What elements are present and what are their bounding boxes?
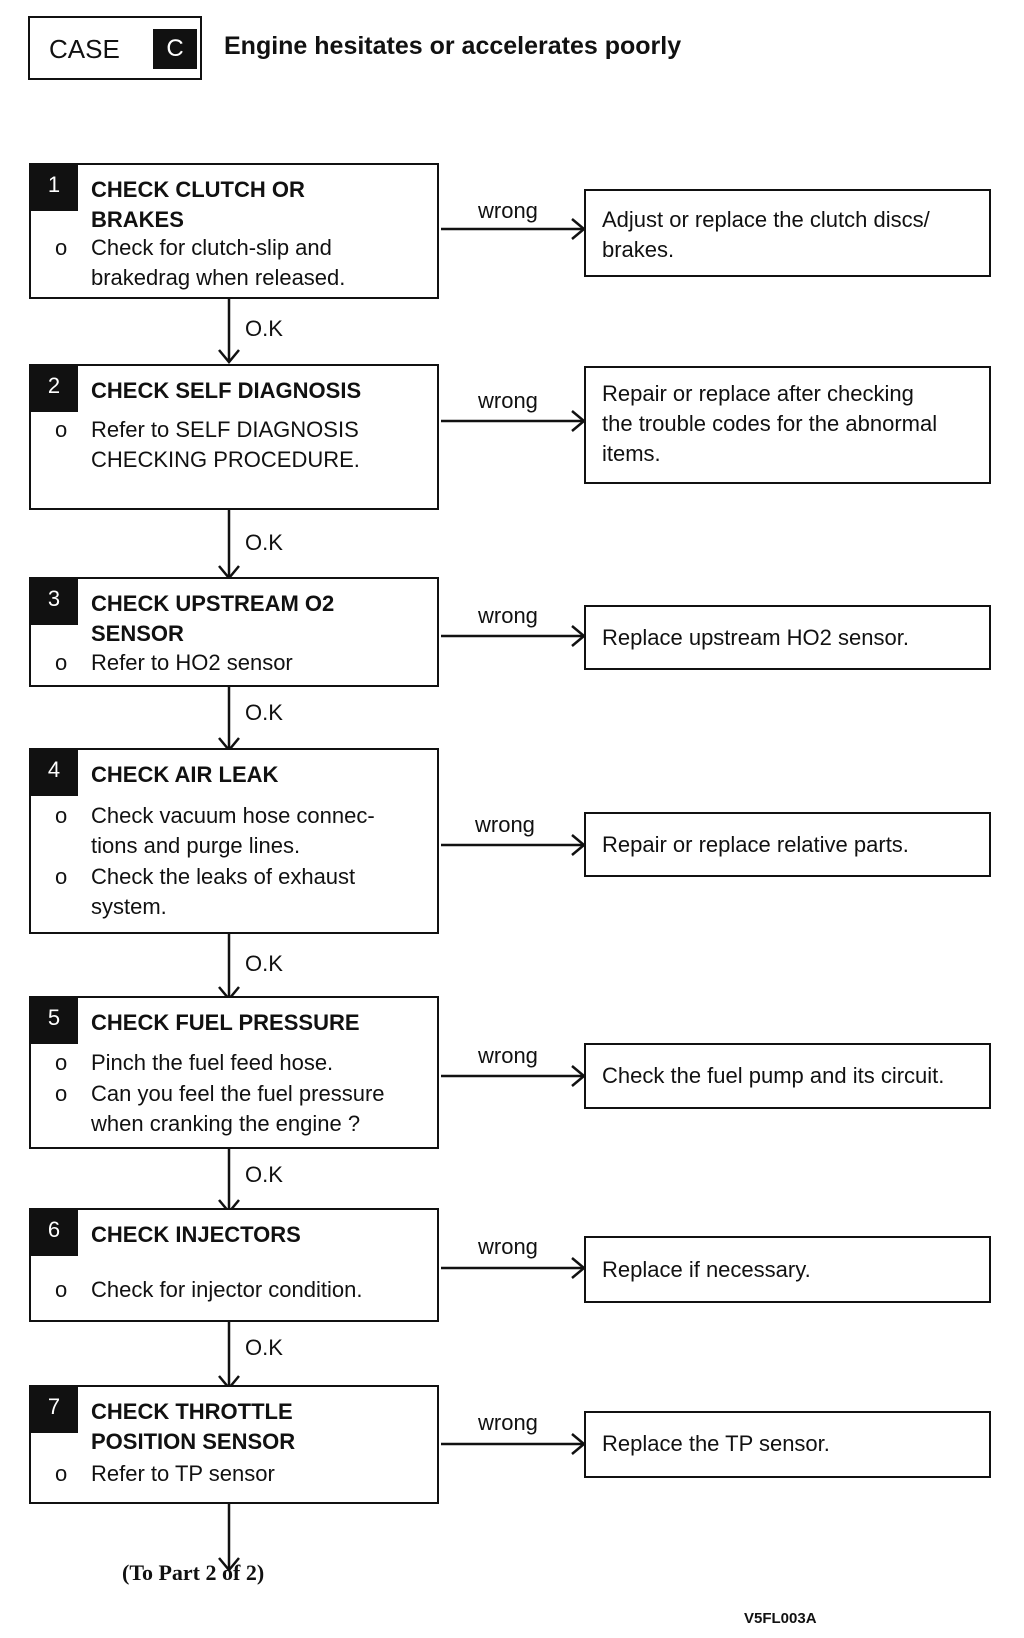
action-box-1: Adjust or replace the clutch discs/ brak… — [584, 189, 991, 277]
step-title: CHECK SELF DIAGNOSIS — [91, 378, 362, 403]
step-bullet: Check vacuum hose connec- tions and purg… — [91, 803, 375, 858]
bullet-marker: o — [55, 1081, 68, 1106]
step-bullet: Check for clutch-slip and brakedrag when… — [91, 235, 346, 290]
wrong-label: wrong — [478, 1410, 538, 1435]
step-bullet: Can you feel the fuel pressure when cran… — [91, 1081, 385, 1136]
action-text: Replace the TP sensor. — [602, 1431, 830, 1456]
step-number-badge: 6 — [30, 1209, 78, 1256]
case-label: CASE — [49, 34, 120, 64]
step-number-badge: 7 — [30, 1386, 78, 1433]
step-bullet: Pinch the fuel feed hose. — [91, 1050, 334, 1075]
wrong-label: wrong — [475, 812, 535, 837]
step-bullet: Check the leaks of exhaust system. — [91, 864, 356, 919]
step-number-badge: 1 — [30, 164, 78, 211]
action-text: Replace if necessary. — [602, 1257, 811, 1282]
step-bullet: Refer to HO2 sensor — [91, 650, 293, 675]
ok-label: O.K — [245, 700, 283, 725]
step-title: CHECK AIR LEAK — [91, 762, 279, 787]
wrong-label: wrong — [478, 388, 538, 413]
step-box-1: 1 CHECK CLUTCH OR BRAKES o Check for clu… — [29, 163, 439, 299]
step-number-badge: 4 — [30, 749, 78, 796]
step-bullet: Refer to TP sensor — [91, 1461, 275, 1486]
ok-label: O.K — [245, 1162, 283, 1187]
action-box-3: Replace upstream HO2 sensor. — [584, 605, 991, 670]
step-number-badge: 5 — [30, 997, 78, 1044]
step-title: CHECK INJECTORS — [91, 1222, 301, 1247]
step-title: CHECK CLUTCH OR BRAKES — [91, 177, 305, 232]
step-box-2: 2 CHECK SELF DIAGNOSIS o Refer to SELF D… — [29, 364, 439, 510]
action-text: Check the fuel pump and its circuit. — [602, 1063, 945, 1088]
step-bullet: Check for injector condition. — [91, 1277, 363, 1302]
step-box-5: 5 CHECK FUEL PRESSURE o Pinch the fuel f… — [29, 996, 439, 1149]
step-box-4: 4 CHECK AIR LEAK o Check vacuum hose con… — [29, 748, 439, 934]
step-box-6: 6 CHECK INJECTORS o Check for injector c… — [29, 1208, 439, 1322]
bullet-marker: o — [55, 417, 68, 442]
action-box-6: Replace if necessary. — [584, 1236, 991, 1303]
step-title: CHECK FUEL PRESSURE — [91, 1010, 360, 1035]
action-box-2: Repair or replace after checking the tro… — [584, 366, 991, 484]
wrong-label: wrong — [478, 1234, 538, 1259]
action-box-5: Check the fuel pump and its circuit. — [584, 1043, 991, 1109]
action-box-4: Repair or replace relative parts. — [584, 812, 991, 877]
action-text: Adjust or replace the clutch discs/ brak… — [602, 207, 930, 262]
bullet-marker: o — [55, 864, 68, 889]
figure-code: V5FL003A — [744, 1610, 817, 1627]
action-text: Replace upstream HO2 sensor. — [602, 625, 909, 650]
step-box-3: 3 CHECK UPSTREAM O2 SENSOR o Refer to HO… — [29, 577, 439, 687]
bullet-marker: o — [55, 1277, 68, 1302]
continuation-label: (To Part 2 of 2) — [122, 1560, 265, 1585]
bullet-marker: o — [55, 1050, 68, 1075]
step-title: CHECK THROTTLE POSITION SENSOR — [91, 1399, 296, 1454]
action-box-7: Replace the TP sensor. — [584, 1411, 991, 1478]
bullet-marker: o — [55, 1461, 68, 1486]
step-number-badge: 3 — [30, 578, 78, 625]
step-title: CHECK UPSTREAM O2 SENSOR — [91, 591, 335, 646]
wrong-label: wrong — [478, 198, 538, 223]
bullet-marker: o — [55, 803, 68, 828]
bullet-marker: o — [55, 235, 68, 260]
page-title: Engine hesitates or accelerates poorly — [224, 32, 682, 60]
bullet-marker: o — [55, 650, 68, 675]
action-text: Repair or replace after checking the tro… — [602, 381, 938, 466]
step-number-badge: 2 — [30, 365, 78, 412]
step-bullet: Refer to SELF DIAGNOSIS CHECKING PROCEDU… — [91, 417, 360, 472]
case-letter: C — [153, 29, 197, 69]
ok-label: O.K — [245, 316, 283, 341]
ok-label: O.K — [245, 530, 283, 555]
step-box-7: 7 CHECK THROTTLE POSITION SENSOR o Refer… — [29, 1385, 439, 1504]
case-box: CASE C — [28, 16, 202, 80]
ok-label: O.K — [245, 1335, 283, 1360]
wrong-label: wrong — [478, 603, 538, 628]
ok-label: O.K — [245, 951, 283, 976]
wrong-label: wrong — [478, 1043, 538, 1068]
action-text: Repair or replace relative parts. — [602, 832, 909, 857]
